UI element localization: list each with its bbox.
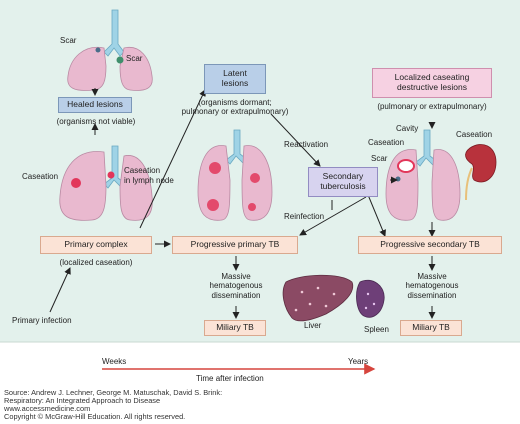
progressive-secondary-box: Progressive secondary TB xyxy=(358,236,502,254)
primary-complex-box: Primary complex xyxy=(40,236,152,254)
timeline-end-label: Years xyxy=(348,357,369,366)
timeline-axis-label: Time after infection xyxy=(196,374,264,383)
caseation-label-left: Caseation xyxy=(22,172,59,181)
primary-infection-label: Primary infection xyxy=(12,316,72,325)
localized-caseation-note: (localized caseation) xyxy=(59,258,133,267)
progressive-primary-lung-illustration xyxy=(197,129,273,221)
pulm-or-extra-note: (pulmonary or extrapulmonary) xyxy=(377,102,487,111)
latent-lesions-title: Latent xyxy=(223,68,247,79)
massive-dissemination-right: Massive hematogenous dissemination xyxy=(392,272,472,300)
scar-label-top-left: Scar xyxy=(60,36,77,45)
spleen-illustration xyxy=(356,279,385,318)
liver-illustration xyxy=(282,274,354,322)
secondary-tb-line2: tuberculosis xyxy=(320,181,366,191)
organisms-dormant-line2: pulmonary or extrapulmonary) xyxy=(181,107,289,117)
localized-caseating-line2: destructive lesions xyxy=(397,82,467,92)
localized-caseating-box: Localized caseating destructive lesions xyxy=(372,68,492,98)
secondary-tb-box: Secondary tuberculosis xyxy=(308,167,378,197)
reactivation-label: Reactivation xyxy=(284,140,329,149)
primary-lung-illustration xyxy=(59,145,153,221)
localized-caseating-line1: Localized caseating xyxy=(394,72,470,83)
healed-lesions-box: Healed lesions xyxy=(58,97,132,113)
kidney-illustration xyxy=(465,144,497,201)
latent-lesions-box: Latent lesions xyxy=(204,64,266,94)
timeline-start-label: Weeks xyxy=(102,357,127,366)
spleen-label: Spleen xyxy=(364,325,389,334)
source-line-4: Copyright © McGraw-Hill Education. All r… xyxy=(4,412,186,421)
organisms-not-viable-note: (organisms not viable) xyxy=(56,117,136,126)
reinfection-label: Reinfection xyxy=(284,212,325,221)
massive-left-line1: Massive xyxy=(221,272,251,281)
caseation-label-right: Caseation xyxy=(368,138,405,147)
massive-dissemination-left: Massive hematogenous dissemination xyxy=(196,272,276,300)
organisms-dormant-note: (organisms dormant; pulmonary or extrapu… xyxy=(180,98,290,117)
source-line-3: www.accessmedicine.com xyxy=(4,404,91,413)
scar-label-right: Scar xyxy=(371,154,388,163)
cavity-label: Cavity xyxy=(396,124,419,133)
organisms-dormant-line1: (organisms dormant; xyxy=(198,98,272,107)
massive-right-line3: dissemination xyxy=(407,290,457,300)
caseation-lymph-line2: in lymph node xyxy=(124,175,174,185)
liver-label: Liver xyxy=(304,321,322,330)
scar-label-top-right: Scar xyxy=(126,54,143,63)
secondary-lung-illustration xyxy=(385,129,461,221)
massive-left-line3: dissemination xyxy=(211,290,261,300)
caseation-lymph-line1: Caseation xyxy=(124,166,161,175)
miliary-tb-left-box: Miliary TB xyxy=(204,320,266,336)
healed-lung-illustration xyxy=(67,9,153,91)
massive-left-line2: hematogenous xyxy=(209,281,263,291)
latent-lesions-title-2: lesions xyxy=(221,78,249,88)
massive-right-line2: hematogenous xyxy=(405,281,459,291)
flow-arrows xyxy=(49,88,436,319)
miliary-tb-right-box: Miliary TB xyxy=(400,320,462,336)
source-line-1: Source: Andrew J. Lechner, George M. Mat… xyxy=(4,388,223,397)
progressive-primary-box: Progressive primary TB xyxy=(172,236,298,254)
source-line-2: Respiratory: An Integrated Approach to D… xyxy=(4,396,161,405)
caseation-lymph-label: Caseation in lymph node xyxy=(124,166,174,185)
massive-right-line1: Massive xyxy=(417,272,447,281)
secondary-tb-line1: Secondary xyxy=(322,171,364,182)
caseation-kidney-label: Caseation xyxy=(456,130,493,139)
